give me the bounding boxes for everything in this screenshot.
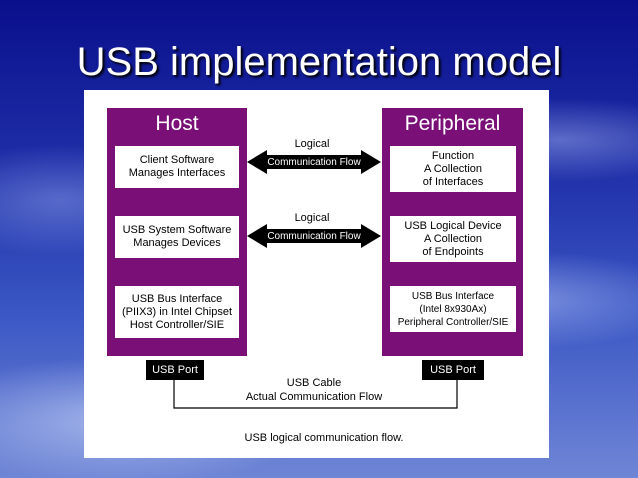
peripheral-title: Peripheral	[404, 112, 501, 135]
peripheral-column: Peripheral Function A Collection of Inte…	[382, 108, 523, 356]
cable-label: USB Cable	[286, 377, 342, 389]
cable-line	[173, 380, 458, 409]
diagram-connectors	[173, 150, 458, 409]
host-box-system-software: USB System Software Manages Devices	[115, 216, 239, 258]
box-line: Client Software	[139, 154, 215, 166]
box-line: (Intel 8x930Ax)	[419, 303, 487, 315]
diagram-panel: Host Client Software Manages Interfaces …	[84, 90, 549, 458]
slide-title: USB implementation model	[76, 40, 562, 84]
peripheral-box-bus-interface: USB Bus Interface (Intel 8x930Ax) Periph…	[390, 286, 516, 332]
box-line: USB Bus Interface	[131, 292, 223, 305]
box-line: of Interfaces	[422, 175, 484, 188]
diagram-caption: USB logical communication flow.	[244, 432, 404, 444]
box-line: A Collection	[423, 232, 483, 245]
box-line: Peripheral Controller/SIE	[397, 316, 509, 328]
flow-label: Logical	[294, 138, 330, 150]
peripheral-box-function: Function A Collection of Interfaces	[390, 146, 516, 192]
box-line: of Endpoints	[422, 245, 484, 258]
box-line: Manages Devices	[133, 237, 221, 249]
box-line: Host Controller/SIE	[129, 318, 225, 331]
host-title: Host	[155, 112, 199, 135]
box-line: (PIIX3) in Intel Chipset	[121, 305, 233, 318]
peripheral-usb-port: USB Port	[422, 360, 484, 380]
peripheral-box-logical-device: USB Logical Device A Collection of Endpo…	[390, 216, 516, 262]
box-line: Manages Interfaces	[128, 167, 226, 179]
double-arrow	[247, 150, 381, 174]
host-box-client-software: Client Software Manages Interfaces	[115, 146, 239, 188]
flow-arrow-text: Communication Flow	[267, 157, 361, 168]
cable-flow-label: Actual Communication Flow	[245, 391, 383, 403]
host-column: Host Client Software Manages Interfaces …	[107, 108, 247, 356]
flow-arrow-text: Communication Flow	[267, 231, 361, 242]
box-line: A Collection	[423, 162, 483, 175]
box-line: USB System Software	[122, 224, 232, 236]
box-line: USB Logical Device	[404, 219, 502, 232]
host-usb-port: USB Port	[146, 360, 204, 380]
box-line: USB Bus Interface	[411, 290, 495, 302]
flow-label: Logical	[294, 212, 330, 224]
double-arrow	[247, 224, 381, 248]
host-box-bus-interface: USB Bus Interface (PIIX3) in Intel Chips…	[115, 286, 239, 338]
box-line: Function	[431, 149, 475, 162]
